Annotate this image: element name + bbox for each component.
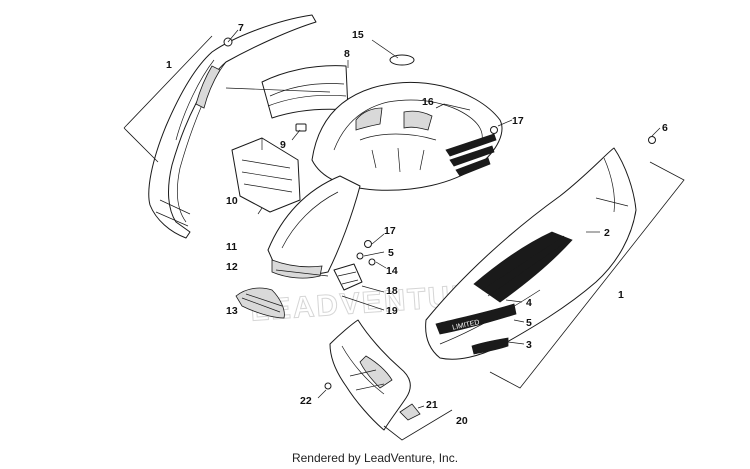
part-18-bracket (333, 263, 385, 293)
callout-17-top: 17 (512, 115, 524, 127)
part-side-panel-right: LIMITED (425, 147, 637, 360)
callout-7: 7 (238, 22, 244, 34)
callout-12: 12 (226, 261, 238, 273)
part-nose-lower (267, 175, 361, 279)
bracket-part-1-right (489, 161, 685, 389)
part-22-fastener (317, 382, 332, 399)
part-17-top-fastener (490, 119, 513, 134)
part-14-fasteners (356, 233, 387, 269)
leader-3 (507, 341, 525, 345)
callout-21: 21 (426, 399, 438, 411)
callout-4: 4 (526, 297, 532, 309)
callout-13: 13 (226, 305, 238, 317)
callout-14: 14 (386, 265, 398, 277)
callout-2: 2 (604, 227, 610, 239)
callout-11: 11 (226, 241, 237, 253)
credit-line: Rendered by LeadVenture, Inc. (291, 451, 459, 465)
leader-19 (341, 295, 385, 311)
callout-5-mid: 5 (388, 247, 394, 259)
part-6-fastener (648, 127, 661, 144)
leader-4 (505, 299, 523, 303)
part-21-insert (399, 403, 425, 421)
callout-17-mid: 17 (384, 225, 396, 237)
callout-1-left: 1 (166, 59, 172, 71)
callout-18: 18 (386, 285, 398, 297)
callout-5-low: 5 (526, 317, 532, 329)
part-20-lower-cowl (329, 319, 411, 431)
callout-8: 8 (344, 48, 350, 60)
callout-9: 9 (280, 139, 286, 151)
part-15-cap (371, 39, 415, 66)
leader-hood-to-windshield (225, 87, 331, 93)
callout-1-right: 1 (618, 289, 624, 301)
part-7-clip (223, 29, 239, 47)
part-hood-main (311, 81, 503, 191)
callout-6: 6 (662, 122, 668, 134)
callout-16: 16 (422, 96, 434, 108)
bracket-part-1-left (123, 35, 213, 163)
bracket-part-20 (383, 409, 453, 441)
part-9-bracket (291, 123, 307, 141)
callout-20: 20 (456, 415, 468, 427)
part-8-panel (261, 60, 349, 119)
leader-5-low (513, 319, 525, 323)
part-windshield-left (148, 14, 317, 239)
callout-22: 22 (300, 395, 312, 407)
callout-10: 10 (226, 195, 238, 207)
callout-3: 3 (526, 339, 532, 351)
callout-19: 19 (386, 305, 398, 317)
part-13-mesh-pad (235, 287, 285, 319)
leader-16 (435, 103, 471, 111)
callout-15: 15 (352, 29, 364, 41)
part-10-louver (231, 137, 301, 215)
